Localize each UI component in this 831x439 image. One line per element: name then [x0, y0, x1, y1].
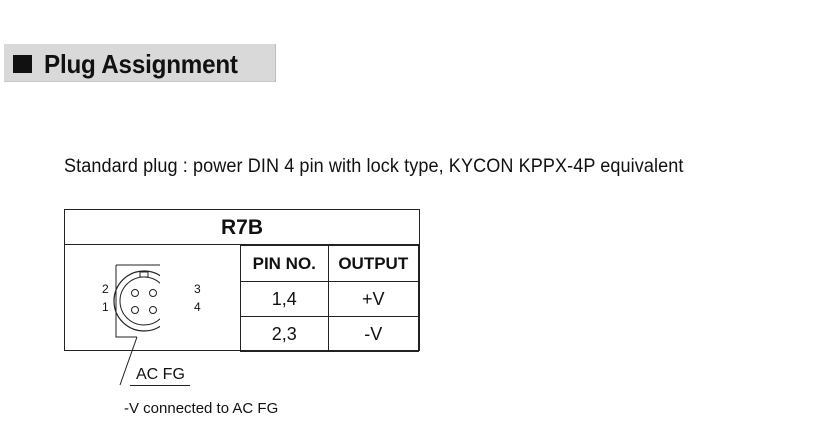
table-row: 2,3 -V: [240, 316, 420, 352]
ac-fg-underline: [130, 385, 190, 386]
output-cell: -V: [327, 316, 420, 352]
header-output: OUTPUT: [327, 245, 420, 282]
pin-label-3: 3: [194, 282, 201, 296]
pin-label-1: 1: [102, 300, 109, 314]
pin-label-4: 4: [194, 300, 201, 314]
section-heading: Plug Assignment: [4, 44, 276, 82]
table-header-row: PIN NO. OUTPUT: [240, 245, 420, 282]
black-square-bullet-icon: [13, 55, 32, 73]
din-4-pin-plug-icon: [113, 264, 160, 386]
header-pin-no: PIN NO.: [240, 245, 329, 282]
table-row: 1,4 +V: [240, 281, 420, 317]
plug-description: Standard plug : power DIN 4 pin with loc…: [64, 156, 684, 177]
model-name: R7B: [65, 210, 419, 245]
pin-cell: 1,4: [240, 281, 329, 317]
ac-fg-label: AC FG: [136, 366, 185, 383]
pin-label-2: 2: [102, 282, 109, 296]
pin-cell: 2,3: [240, 316, 329, 352]
output-cell: +V: [327, 281, 420, 317]
connection-note: -V connected to AC FG: [124, 400, 279, 417]
section-title: Plug Assignment: [44, 49, 238, 79]
plug-assignment-table: R7B PIN NO. OUTPUT 1,4 +V 2,3 -V: [64, 209, 420, 352]
pin-output-table: PIN NO. OUTPUT 1,4 +V 2,3 -V: [240, 245, 420, 352]
